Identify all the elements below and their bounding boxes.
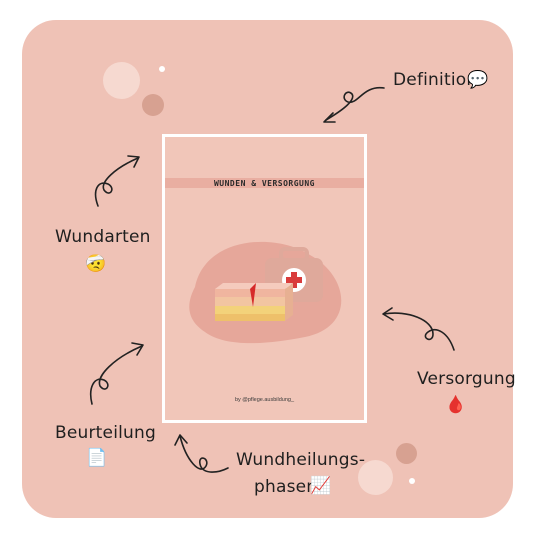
skin-layers-icon	[215, 283, 293, 321]
injured-face-icon: 🤕	[85, 254, 107, 273]
decor-bubble-dark-bottom	[396, 443, 417, 464]
arrow-versorgung-icon	[382, 307, 455, 351]
page-document-icon: 📄	[86, 448, 108, 467]
decor-bubble-light-bottom	[358, 460, 393, 495]
document-credit: by @pflege.ausbildung_	[234, 397, 295, 403]
label-definition[interactable]: Definition	[393, 70, 478, 90]
document-page: WUNDEN & VERSORGUNG by @pflege.ausbildun…	[165, 137, 364, 420]
wound-illustration	[189, 241, 342, 344]
document-preview[interactable]: WUNDEN & VERSORGUNG by @pflege.ausbildun…	[162, 134, 367, 423]
label-wundheilungsphasen-line1[interactable]: Wundheilungs-	[236, 450, 366, 470]
title-band	[165, 178, 364, 188]
arrow-beurteilung-icon	[89, 342, 144, 405]
label-wundheilungsphasen-line2[interactable]: phasen	[254, 477, 318, 497]
arrow-wundarten-icon	[94, 155, 140, 207]
document-title: WUNDEN & VERSORGUNG	[213, 179, 315, 188]
decor-dot-white-top	[159, 66, 165, 72]
speech-bubble-icon: 💬	[467, 70, 489, 89]
decor-dot-white-bottom	[409, 478, 415, 484]
chart-increasing-icon: 📈	[310, 476, 332, 495]
arrow-wundheilungsphasen-icon	[174, 434, 229, 473]
decor-bubble-light-top	[103, 62, 140, 99]
label-wundarten[interactable]: Wundarten	[55, 227, 151, 247]
blood-drop-icon: 🩸	[445, 395, 467, 414]
label-versorgung[interactable]: Versorgung	[417, 369, 516, 389]
label-beurteilung[interactable]: Beurteilung	[55, 423, 156, 443]
arrow-definition-icon	[323, 87, 385, 123]
decor-bubble-dark-top	[142, 94, 164, 116]
